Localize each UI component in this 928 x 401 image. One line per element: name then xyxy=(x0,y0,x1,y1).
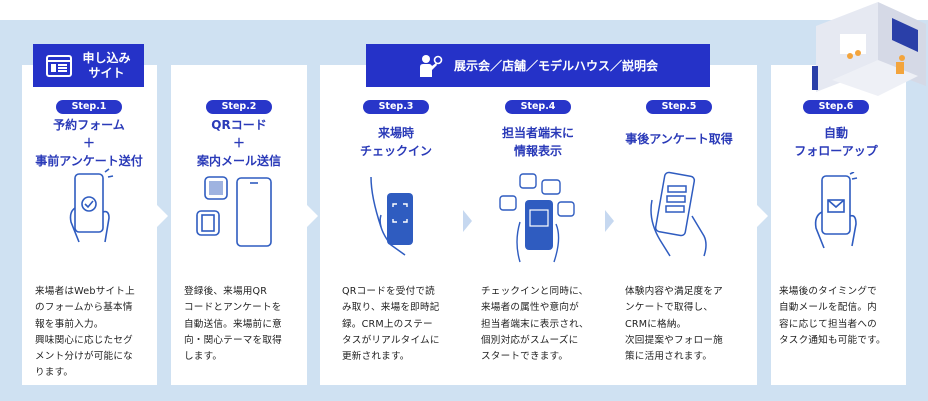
step-1-badge: Step.1 xyxy=(56,100,122,114)
qr-scan-phone-icon xyxy=(370,176,413,256)
arrow-2-3 xyxy=(307,205,318,227)
step-5-title: 事後アンケート取得 xyxy=(625,132,733,146)
card-step-6 xyxy=(771,65,906,385)
venue-banner-label: 展示会／店舗／モデルハウス／説明会 xyxy=(453,59,658,73)
step-4-badge: Step.4 xyxy=(505,100,571,114)
step-2-description: 登録後、来場用QR コードとアンケートを 自動送信。来場前に意 向・関心テーマを… xyxy=(184,286,282,363)
card-step-2 xyxy=(171,65,307,385)
step-5-description: 体験内容や満足度をア ンケートで取得し、 CRMに格納。 次回提案やフォロー施 … xyxy=(625,286,723,363)
staff-device-icon xyxy=(499,173,575,263)
step-2-title: QRコード ＋ 案内メール送信 xyxy=(196,118,281,168)
venue-banner: 展示会／店舗／モデルハウス／説明会 xyxy=(366,44,710,87)
step-6-badge: Step.6 xyxy=(803,100,869,114)
step-6-title: 自動 フォローアップ xyxy=(794,126,878,158)
card-step-1 xyxy=(22,65,157,385)
website-icon xyxy=(46,54,73,77)
step-4-title: 担当者端末に 情報表示 xyxy=(501,126,574,158)
phone-check-icon xyxy=(69,168,114,243)
booth-illustration xyxy=(812,2,926,96)
survey-phone-icon xyxy=(650,171,707,257)
online-banner: 申し込み サイト xyxy=(33,44,144,87)
arrow-3-4 xyxy=(463,210,472,232)
arrow-1-2 xyxy=(157,205,168,227)
presenter-icon xyxy=(419,54,443,77)
step-1-description: 来場者はWebサイト上 のフォームから基本情 報を事前入力。 興味関心に応じたセ… xyxy=(35,286,135,379)
step-5-badge: Step.5 xyxy=(646,100,712,114)
step-2-badge: Step.2 xyxy=(206,100,272,114)
arrow-5-6 xyxy=(757,205,768,227)
step-3-badge: Step.3 xyxy=(363,100,429,114)
step-4-description: チェックインと同時に、 来場者の属性や意向が 担当者端末に表示され、 個別対応が… xyxy=(481,286,589,363)
arrow-4-5 xyxy=(605,210,614,232)
online-banner-label: 申し込み サイト xyxy=(82,50,131,80)
phone-mail-icon xyxy=(814,172,858,249)
step-3-title: 来場時 チェックイン xyxy=(359,126,432,158)
step-3-description: QRコードを受付で読 み取り、来場を即時記 録。CRM上のステー タスがリアルタ… xyxy=(342,286,440,363)
qr-mail-icon xyxy=(196,176,272,247)
step-6-description: 来場後のタイミングで 自動メールを配信。内 容に応じて担当者への タスク通知も可… xyxy=(779,286,886,346)
step-1-title: 予約フォーム ＋ 事前アンケート送付 xyxy=(35,118,143,168)
